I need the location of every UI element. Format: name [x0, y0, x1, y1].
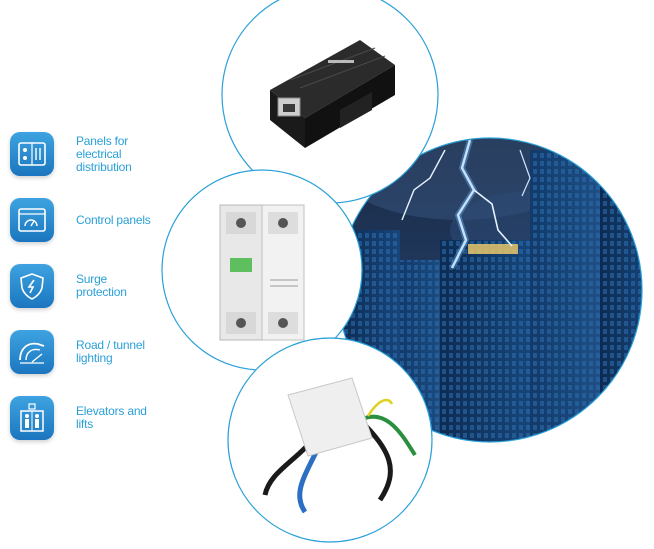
din-rail-surge-arrester-image: [219, 204, 305, 341]
application-list: Panels for electrical distribution Contr…: [0, 0, 170, 544]
application-item-control-panels: Control panels: [10, 198, 151, 242]
elevator-icon: [10, 396, 54, 440]
network-surge-protector-image: [270, 40, 395, 148]
application-label: Elevators and lifts: [76, 404, 147, 431]
surge-shield-icon: [10, 264, 54, 308]
application-label: Road / tunnel lighting: [76, 338, 145, 365]
small-module-circle-border: [227, 337, 433, 543]
distribution-panel-icon: [10, 132, 54, 176]
application-label: Control panels: [76, 212, 151, 227]
application-item-elevators: Elevators and lifts: [10, 396, 147, 440]
tunnel-lighting-icon: [10, 330, 54, 374]
wired-surge-arrester-image: [262, 377, 417, 514]
application-label: Panels for electrical distribution: [76, 133, 132, 174]
application-item-road-tunnel: Road / tunnel lighting: [10, 330, 145, 374]
application-item-surge-protection: Surge protection: [10, 264, 127, 308]
application-label: Surge protection: [76, 272, 127, 299]
application-item-distribution: Panels for electrical distribution: [10, 132, 132, 176]
control-panel-icon: [10, 198, 54, 242]
